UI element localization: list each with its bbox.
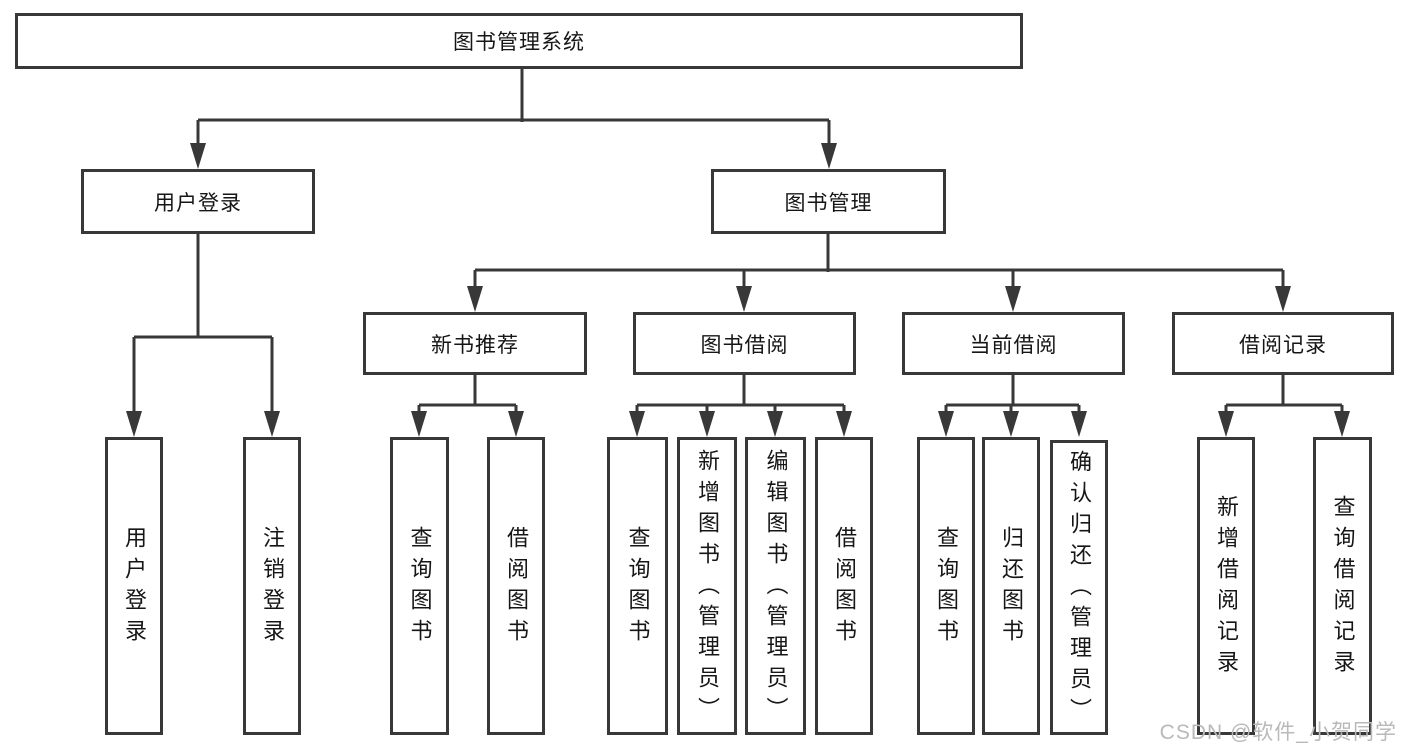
leaf-user-login: 用户登录 (105, 437, 163, 735)
leaf-records-add-record: 新增借阅记录 (1197, 437, 1255, 735)
leaf-newbook-borrow-books: 借阅图书 (487, 437, 545, 735)
leaf-current-query-books: 查询图书 (917, 437, 975, 735)
node-root-system: 图书管理系统 (15, 13, 1023, 69)
arrowhead (1003, 411, 1019, 437)
leaf-borrow-borrow-books: 借阅图书 (815, 437, 873, 735)
arrowhead (1218, 411, 1234, 437)
node-book-borrowing: 图书借阅 (633, 312, 856, 375)
arrowhead (821, 143, 837, 169)
arrowhead (190, 143, 206, 169)
arrowhead (736, 286, 752, 312)
leaf-borrow-edit-books-admin: 编辑图书（管理员） (745, 437, 806, 735)
leaf-current-return-books: 归还图书 (982, 437, 1040, 735)
arrowhead (699, 411, 715, 437)
node-current-borrowing: 当前借阅 (902, 312, 1125, 375)
leaf-borrow-add-books-admin: 新增图书（管理员） (677, 437, 737, 735)
node-new-book-recommend: 新书推荐 (363, 312, 587, 375)
node-book-management: 图书管理 (711, 169, 946, 234)
node-borrowing-records: 借阅记录 (1172, 312, 1394, 375)
leaf-newbook-query-books: 查询图书 (390, 437, 449, 735)
arrowhead (264, 411, 280, 437)
arrowhead (126, 411, 142, 437)
arrowhead (938, 411, 954, 437)
leaf-current-confirm-return-admin: 确认归还（管理员） (1050, 440, 1108, 735)
arrowhead (1275, 286, 1291, 312)
node-user-login: 用户登录 (81, 169, 315, 234)
arrowhead (629, 411, 645, 437)
arrowhead (467, 286, 483, 312)
csdn-watermark: CSDN @软件_小贺同学 (1159, 721, 1397, 744)
leaf-logout: 注销登录 (243, 437, 301, 735)
arrowhead (1005, 286, 1021, 312)
arrowhead (1071, 411, 1087, 437)
leaf-records-query-record: 查询借阅记录 (1313, 437, 1372, 735)
arrowhead (1334, 411, 1350, 437)
arrowhead (836, 411, 852, 437)
arrowhead (508, 411, 524, 437)
arrowhead (411, 411, 427, 437)
arrowhead (767, 411, 783, 437)
leaf-borrow-query-books: 查询图书 (607, 437, 668, 735)
